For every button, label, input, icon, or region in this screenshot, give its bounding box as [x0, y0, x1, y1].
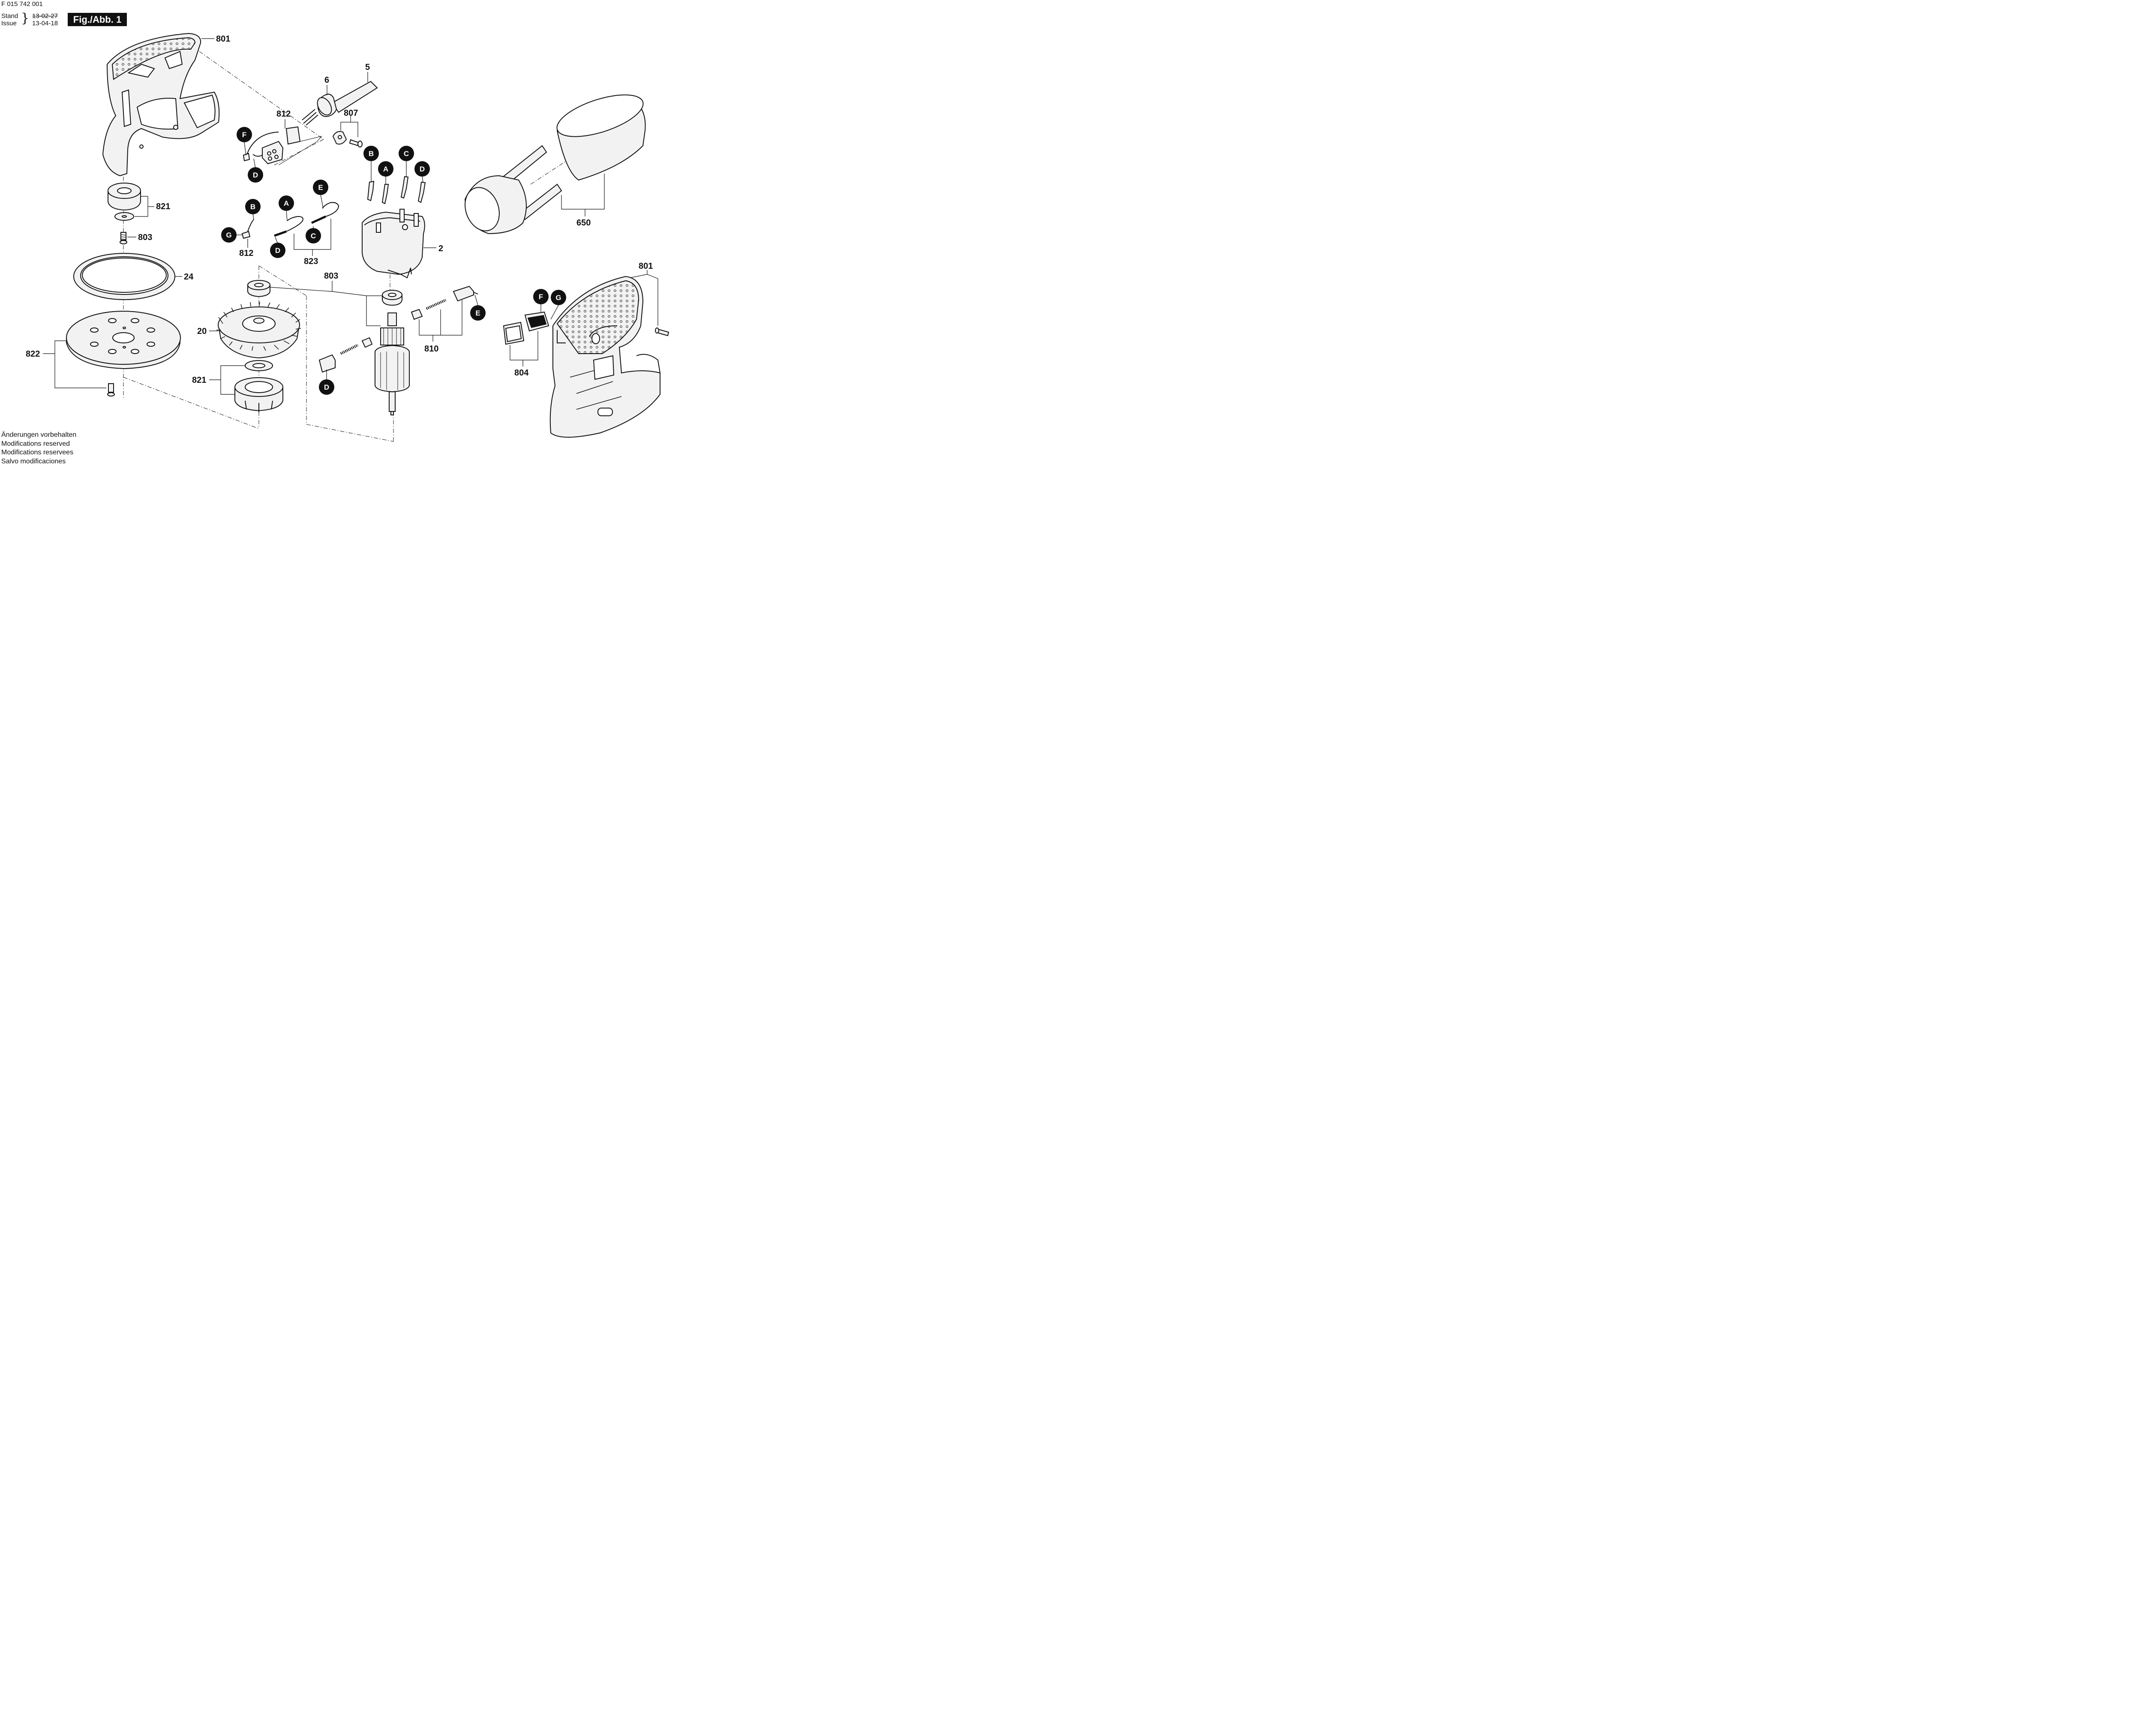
marker-A-mid-label: A: [284, 199, 289, 207]
figure-badge: Fig./Abb. 1: [68, 13, 127, 26]
issue-date: 13-04-18: [32, 20, 58, 27]
callout-804: 804: [514, 368, 529, 378]
marker-D-mid-label: D: [275, 246, 280, 255]
wire-leads: [241, 202, 339, 239]
leader-lines: [43, 38, 658, 395]
marker-D-top2-label: D: [420, 165, 425, 173]
stator-field-2: [362, 209, 425, 279]
marker-E-mid-label: E: [318, 183, 323, 192]
bearing-housing-821: [234, 360, 283, 412]
stand-label: Stand: [1, 12, 18, 20]
marker-D-top-label: D: [253, 171, 258, 179]
marker-G-mid-label: G: [226, 231, 231, 239]
callout-2: 2: [438, 244, 443, 253]
callout-20: 20: [197, 327, 207, 336]
callout-821-bottom: 821: [192, 375, 206, 385]
marker-B-top: B: [363, 146, 379, 161]
marker-C-top: C: [399, 146, 414, 161]
screw-803-left: [120, 232, 127, 244]
terminal-clips: [367, 176, 426, 204]
marker-F-top: F: [237, 127, 252, 142]
marker-B-mid: B: [245, 199, 261, 214]
screw-pad-bottom: [107, 383, 115, 396]
callout-812-top: 812: [276, 109, 291, 119]
marker-G-right-label: G: [555, 294, 561, 302]
callout-807: 807: [344, 108, 358, 118]
screw-right: [655, 327, 669, 336]
marker-E-right: E: [470, 305, 486, 321]
marker-C-mid-label: C: [311, 232, 316, 240]
bearing-821-left: [108, 183, 141, 221]
marker-F-right-label: F: [539, 293, 543, 301]
power-cable: [302, 81, 378, 126]
callout-812-mid: 812: [239, 249, 253, 258]
note-de: Änderungen vorbehalten: [1, 431, 77, 439]
marker-C-top-label: C: [404, 150, 409, 158]
callout-24: 24: [184, 272, 194, 282]
dust-box-650: [464, 94, 646, 234]
exploded-parts-diagram: 801 5 6 812 807 821 803 24 822 812 823 2…: [26, 33, 669, 442]
callout-650: 650: [576, 218, 591, 228]
marker-D-top2: D: [414, 161, 430, 177]
bearing-803-mid: [247, 280, 270, 297]
header-brace: }: [21, 11, 30, 26]
marker-A-top-label: A: [383, 165, 388, 173]
marker-B-top-label: B: [369, 150, 374, 158]
modification-notes: Änderungen vorbehalten Modifications res…: [1, 431, 76, 466]
housing-half-left: [102, 33, 220, 177]
issue-label: Issue: [1, 20, 17, 27]
sanding-pad-822: [66, 311, 181, 369]
stand-date: 13-02-27: [32, 12, 58, 20]
housing-right: [549, 276, 660, 438]
switch-block-812: [243, 126, 322, 165]
marker-F-top-label: F: [242, 131, 246, 139]
marker-B-mid-label: B: [250, 203, 255, 211]
armature: [375, 290, 410, 415]
switch-buttons-804: [503, 311, 549, 345]
callout-5: 5: [365, 63, 370, 72]
fan-20: [216, 301, 301, 359]
callout-823: 823: [304, 257, 318, 266]
callout-821-top: 821: [156, 202, 170, 211]
callout-801-top: 801: [216, 34, 230, 44]
callout-810: 810: [424, 344, 438, 354]
marker-G-right: G: [551, 290, 566, 305]
marker-D-mid: D: [270, 243, 285, 258]
note-en: Modifications reserved: [1, 440, 70, 448]
dust-ring-24: [73, 253, 175, 300]
marker-D-bottom: D: [319, 379, 334, 395]
note-es: Salvo modificaciones: [1, 457, 66, 465]
marker-E-mid: E: [313, 180, 328, 195]
part-number: F 015 742 001: [1, 0, 43, 8]
brush-holders-810: [318, 285, 478, 373]
marker-D-bottom-label: D: [324, 383, 329, 391]
marker-A-top: A: [378, 161, 393, 177]
callout-803-left: 803: [138, 233, 152, 242]
callout-803-mid: 803: [324, 271, 338, 281]
marker-F-right: F: [533, 289, 549, 304]
callout-6: 6: [324, 75, 329, 85]
marker-E-right-label: E: [475, 309, 480, 317]
callout-822: 822: [26, 349, 40, 359]
marker-G-mid: G: [221, 227, 237, 243]
marker-D-top: D: [248, 167, 263, 183]
note-fr: Modifications reservees: [1, 449, 74, 456]
cable-clamp-807: [332, 131, 363, 147]
marker-A-mid: A: [279, 195, 294, 211]
callout-801-right: 801: [639, 261, 653, 271]
marker-C-mid: C: [306, 228, 321, 243]
